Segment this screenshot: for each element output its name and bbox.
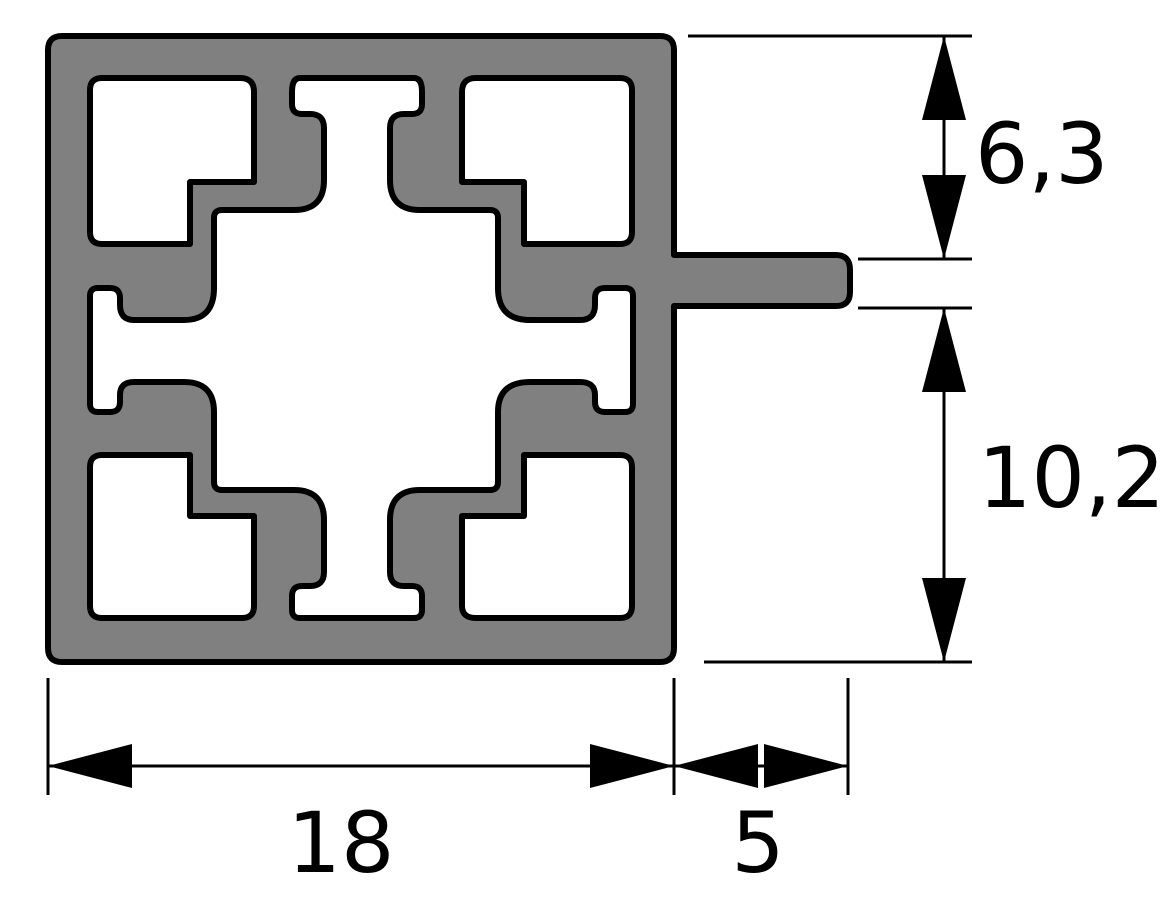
arrow-upper-bottom — [922, 175, 966, 259]
arrow-fin-left — [674, 744, 758, 788]
arrowheads — [48, 36, 966, 788]
corner-cavity-top-right — [459, 75, 635, 247]
arrow-upper-top — [922, 36, 966, 120]
dimension-label-upper-height: 6,3 — [975, 105, 1109, 203]
arrow-lower-top — [922, 308, 966, 392]
dimension-label-width: 18 — [288, 794, 395, 892]
aluminium-profile — [45, 33, 853, 665]
center-cross-cavity — [87, 75, 636, 621]
dimension-label-fin: 5 — [731, 794, 784, 892]
arrow-lower-bottom — [922, 578, 966, 662]
corner-cavity-bottom-left — [87, 452, 257, 621]
arrow-width-right — [590, 744, 674, 788]
arrow-fin-right — [764, 744, 848, 788]
dimension-label-lower-height: 10,2 — [978, 429, 1165, 527]
corner-cavity-bottom-right — [459, 452, 635, 621]
corner-cavity-top-left — [87, 75, 257, 247]
arrow-width-left — [48, 744, 132, 788]
